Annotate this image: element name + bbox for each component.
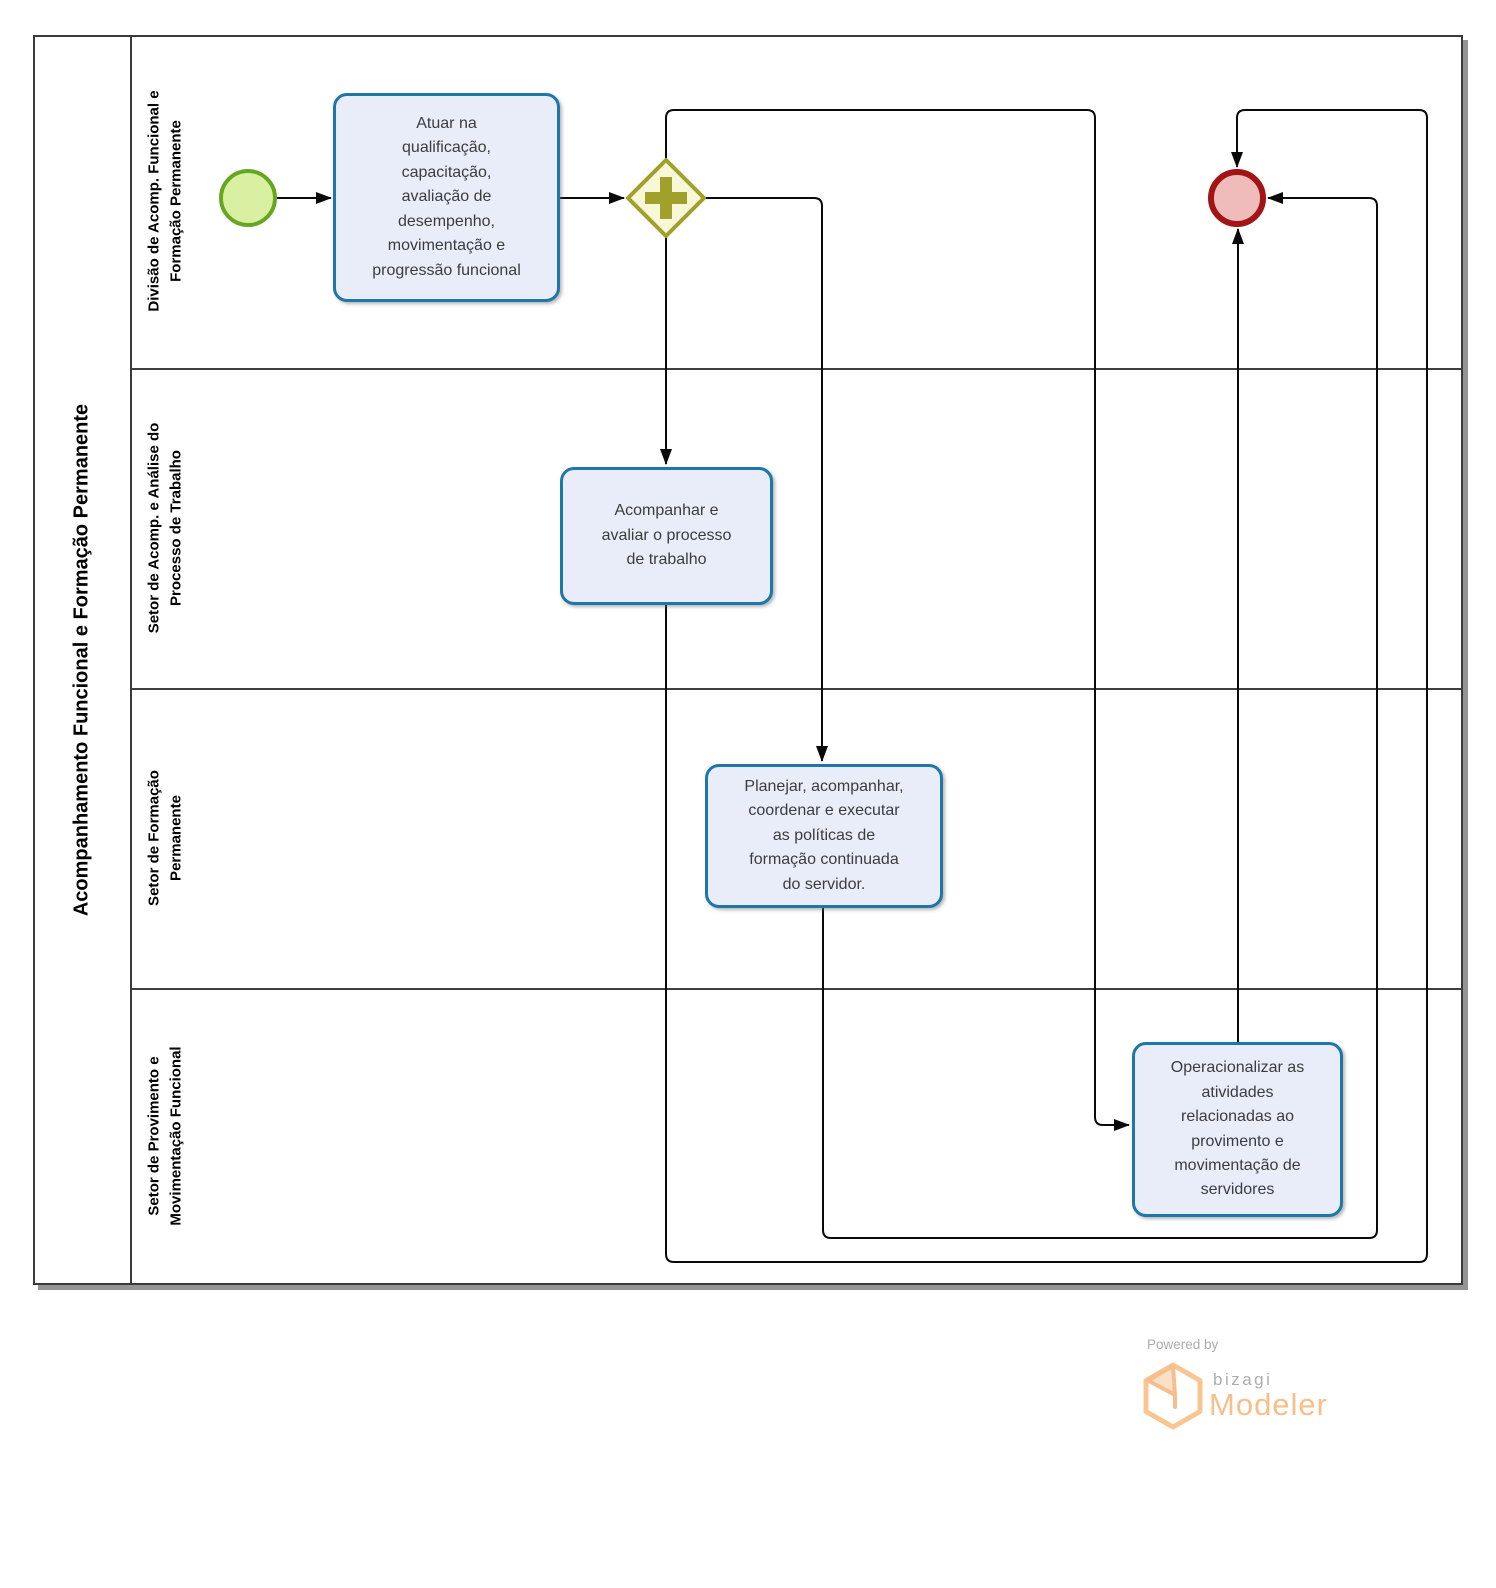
task-planejar-politicas[interactable]: Planejar, acompanhar, coordenar e execut… bbox=[705, 764, 943, 908]
task-atuar-qualificacao[interactable]: Atuar na qualificação, capacitação, aval… bbox=[333, 93, 560, 302]
task-label: Operacionalizar as atividades relacionad… bbox=[1170, 1059, 1305, 1199]
bizagi-brand-label: bizagi bbox=[1213, 1370, 1273, 1389]
flow-gateway-to-task4 bbox=[665, 109, 1130, 1131]
plus-icon bbox=[645, 177, 687, 219]
flow-task3-to-end bbox=[822, 192, 1378, 1239]
task-operacionalizar-atividades[interactable]: Operacionalizar as atividades relacionad… bbox=[1132, 1042, 1343, 1217]
lane-divider bbox=[131, 988, 1463, 990]
lane-divider bbox=[131, 368, 1463, 370]
task-label: Acompanhar e avaliar o processo de traba… bbox=[601, 502, 732, 569]
start-event[interactable] bbox=[219, 169, 277, 227]
task-label: Planejar, acompanhar, coordenar e execut… bbox=[744, 777, 904, 893]
task-acompanhar-avaliar[interactable]: Acompanhar e avaliar o processo de traba… bbox=[560, 467, 773, 605]
flow-gateway-to-task3 bbox=[704, 197, 828, 762]
process-pool bbox=[33, 35, 1463, 1285]
end-event[interactable] bbox=[1208, 169, 1266, 227]
lane-divider bbox=[131, 688, 1463, 690]
powered-by-label: Powered by bbox=[1147, 1337, 1219, 1352]
pool-title-divider bbox=[130, 35, 132, 1285]
bizagi-cube-icon bbox=[1143, 1362, 1203, 1430]
modeler-product-label: Modeler bbox=[1209, 1387, 1328, 1422]
parallel-gateway[interactable] bbox=[626, 158, 706, 238]
task-label: Atuar na qualificação, capacitação, aval… bbox=[372, 114, 521, 279]
flow-task2-to-end bbox=[665, 109, 1428, 1263]
